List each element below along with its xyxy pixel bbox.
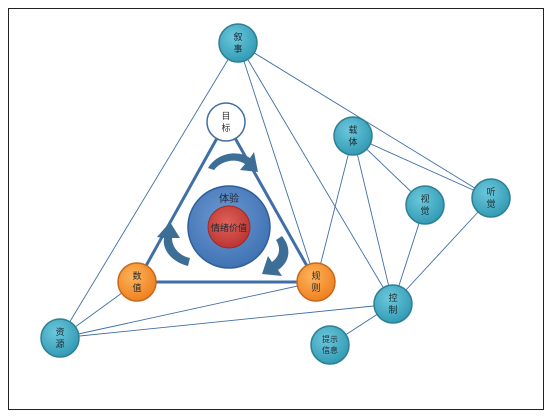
cycle-arrow-right-icon bbox=[262, 236, 289, 276]
svg-text:规: 规 bbox=[311, 271, 320, 282]
cycle-arrows bbox=[157, 152, 289, 276]
cycle-arrow-top-icon bbox=[208, 152, 258, 172]
svg-text:叙: 叙 bbox=[233, 31, 242, 43]
line-narrative-control bbox=[237, 42, 394, 305]
line-hearing-control bbox=[392, 197, 492, 305]
svg-text:提示: 提示 bbox=[322, 334, 338, 344]
svg-text:源: 源 bbox=[55, 339, 64, 350]
node-value: 数 值 bbox=[117, 262, 157, 302]
node-goal: 目 标 bbox=[206, 102, 246, 142]
emotional-value-label: 情绪价值 bbox=[211, 222, 247, 234]
node-hearing: 听 觉 bbox=[471, 178, 511, 218]
experience-label: 体验 bbox=[219, 192, 239, 205]
svg-text:制: 制 bbox=[388, 304, 397, 316]
node-hint: 提示 信息 bbox=[310, 325, 350, 365]
line-resource-control bbox=[59, 303, 394, 339]
svg-text:载: 载 bbox=[348, 124, 357, 136]
line-carrier-hearing bbox=[352, 135, 492, 199]
core-triangle bbox=[134, 118, 319, 284]
svg-text:听: 听 bbox=[486, 187, 495, 198]
node-resource: 资 源 bbox=[40, 318, 80, 358]
emotional-value-circle bbox=[207, 205, 251, 249]
svg-text:体: 体 bbox=[348, 136, 357, 148]
node-visual: 视 觉 bbox=[405, 185, 445, 225]
svg-text:则: 则 bbox=[311, 282, 320, 294]
svg-text:控: 控 bbox=[388, 292, 397, 304]
node-rule: 规 则 bbox=[296, 262, 336, 302]
line-carrier-control bbox=[352, 135, 394, 305]
line-carrier-rule bbox=[315, 135, 354, 283]
svg-text:资: 资 bbox=[55, 327, 64, 338]
cycle-arrow-left-icon bbox=[157, 222, 190, 266]
svg-text:信息: 信息 bbox=[322, 345, 338, 355]
line-narrative-rule bbox=[237, 42, 317, 283]
node-carrier: 载 体 bbox=[333, 116, 373, 156]
line-narrative-resource bbox=[59, 42, 239, 339]
svg-text:事: 事 bbox=[233, 43, 242, 55]
node-control: 控 制 bbox=[373, 284, 413, 324]
svg-text:视: 视 bbox=[420, 193, 429, 205]
svg-text:标: 标 bbox=[221, 122, 230, 134]
svg-text:觉: 觉 bbox=[486, 199, 495, 210]
svg-text:值: 值 bbox=[132, 282, 141, 294]
line-resource-rule bbox=[59, 281, 317, 339]
svg-text:数: 数 bbox=[132, 270, 141, 282]
svg-text:目: 目 bbox=[221, 111, 230, 122]
svg-text:觉: 觉 bbox=[420, 206, 429, 217]
node-narrative: 叙 事 bbox=[218, 23, 258, 63]
